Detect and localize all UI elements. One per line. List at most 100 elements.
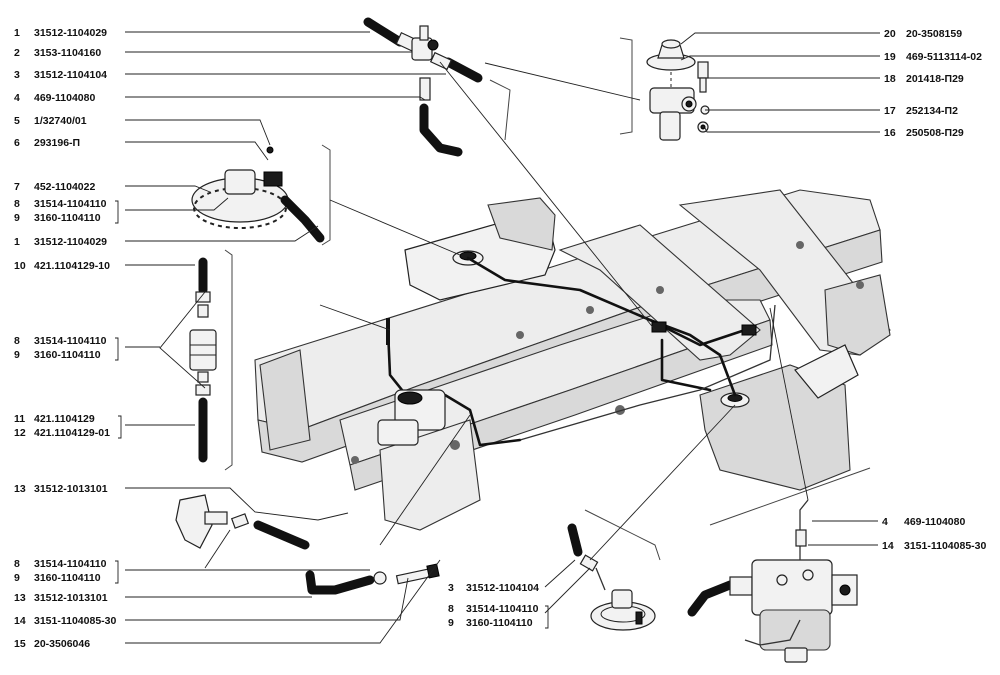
- svg-text:31512-1104104: 31512-1104104: [466, 582, 539, 594]
- svg-text:20-3508159: 20-3508159: [906, 28, 962, 40]
- svg-text:31514-1104110: 31514-1104110: [34, 198, 107, 210]
- callout-14b: 14 3151-1104085-30: [882, 540, 986, 552]
- callout-5: 5 1/32740/01: [14, 115, 87, 127]
- svg-text:3160-1104110: 3160-1104110: [34, 572, 101, 584]
- svg-text:31512-1013101: 31512-1013101: [34, 483, 108, 495]
- callout-18: 18 201418-П29: [884, 73, 964, 85]
- svg-text:201418-П29: 201418-П29: [906, 73, 964, 85]
- svg-text:16: 16: [884, 127, 896, 139]
- valve-assembly: [646, 39, 710, 141]
- svg-text:9: 9: [14, 212, 20, 224]
- bottom-sender-unit: [567, 523, 656, 631]
- svg-text:10: 10: [14, 260, 26, 272]
- svg-text:15: 15: [14, 638, 26, 650]
- svg-text:1: 1: [14, 27, 20, 39]
- callout-9c: 9 3160-1104110: [14, 572, 101, 584]
- svg-text:8: 8: [14, 558, 20, 570]
- svg-text:13: 13: [14, 592, 26, 604]
- svg-text:20: 20: [884, 28, 896, 40]
- svg-text:9: 9: [14, 349, 20, 361]
- svg-text:31512-1013101: 31512-1013101: [34, 592, 108, 604]
- svg-text:1: 1: [14, 236, 20, 248]
- bottom-right-pump: [687, 499, 858, 663]
- svg-text:421.1104129-10: 421.1104129-10: [34, 260, 110, 272]
- svg-text:469-1104080: 469-1104080: [34, 92, 95, 104]
- fuel-sender-unit: [191, 146, 325, 243]
- svg-text:8: 8: [14, 198, 20, 210]
- svg-text:7: 7: [14, 181, 20, 193]
- tee-valve-on-frame: [651, 321, 757, 336]
- svg-text:3160-1104110: 3160-1104110: [466, 617, 533, 629]
- svg-text:13: 13: [14, 483, 26, 495]
- bottom-left-pump-hose: [175, 494, 440, 595]
- fuel-filter-assembly: [159, 257, 217, 463]
- svg-text:20-3506046: 20-3506046: [34, 638, 90, 650]
- leader-lines: [125, 31, 880, 644]
- callout-9a: 9 3160-1104110: [14, 212, 101, 224]
- svg-text:3: 3: [448, 582, 454, 594]
- callout-10: 10 421.1104129-10: [14, 260, 110, 272]
- callout-13b: 13 31512-1013101: [14, 592, 108, 604]
- svg-text:14: 14: [882, 540, 894, 552]
- svg-text:9: 9: [14, 572, 20, 584]
- svg-text:3151-1104085-30: 3151-1104085-30: [34, 615, 116, 627]
- svg-text:8: 8: [14, 335, 20, 347]
- callout-8a: 8 31514-1104110: [14, 198, 107, 210]
- svg-text:252134-П2: 252134-П2: [906, 105, 958, 117]
- callout-15: 15 20-3506046: [14, 638, 90, 650]
- svg-text:31512-1104029: 31512-1104029: [34, 27, 107, 39]
- callout-4b: 4 469-1104080: [882, 516, 965, 528]
- svg-text:250508-П29: 250508-П29: [906, 127, 964, 139]
- svg-text:11: 11: [14, 413, 25, 425]
- callout-13a: 13 31512-1013101: [14, 483, 108, 495]
- svg-text:3160-1104110: 3160-1104110: [34, 212, 101, 224]
- svg-text:4: 4: [14, 92, 20, 104]
- svg-text:2: 2: [14, 47, 20, 59]
- svg-text:31512-1104104: 31512-1104104: [34, 69, 107, 81]
- frame-holes: [351, 241, 864, 464]
- right-fuel-tank: [699, 344, 859, 491]
- svg-text:31514-1104110: 31514-1104110: [466, 603, 539, 615]
- svg-text:5: 5: [14, 115, 20, 127]
- callout-1b: 1 31512-1104029: [14, 236, 107, 248]
- callout-20: 20 20-3508159: [884, 28, 962, 40]
- callout-16: 16 250508-П29: [884, 127, 964, 139]
- svg-text:3160-1104110: 3160-1104110: [34, 349, 101, 361]
- svg-text:17: 17: [884, 105, 896, 117]
- svg-text:31512-1104029: 31512-1104029: [34, 236, 107, 248]
- svg-text:421.1104129: 421.1104129: [34, 413, 95, 425]
- svg-text:31514-1104110: 31514-1104110: [34, 558, 107, 570]
- callout-7: 7 452-1104022: [14, 181, 95, 193]
- callout-8c: 8 31514-1104110: [14, 558, 107, 570]
- svg-text:14: 14: [14, 615, 26, 627]
- svg-text:293196-П: 293196-П: [34, 137, 80, 149]
- inset-dividers: [224, 37, 871, 561]
- svg-text:19: 19: [884, 51, 896, 63]
- upper-fuel-tank: [404, 197, 556, 301]
- svg-text:421.1104129-01: 421.1104129-01: [34, 427, 110, 439]
- svg-text:4: 4: [882, 516, 888, 528]
- frame-fuel-pump: [377, 318, 446, 446]
- callout-4: 4 469-1104080: [14, 92, 95, 104]
- svg-text:3151-1104085-30: 3151-1104085-30: [904, 540, 986, 552]
- svg-text:12: 12: [14, 427, 26, 439]
- svg-text:452-1104022: 452-1104022: [34, 181, 95, 193]
- callout-17: 17 252134-П2: [884, 105, 958, 117]
- callout-12: 12 421.1104129-01: [14, 427, 110, 439]
- svg-text:18: 18: [884, 73, 896, 85]
- callout-14a: 14 3151-1104085-30: [14, 615, 116, 627]
- callout-9b: 9 3160-1104110: [14, 349, 101, 361]
- svg-text:469-5113114-02: 469-5113114-02: [906, 51, 982, 63]
- svg-text:469-1104080: 469-1104080: [904, 516, 965, 528]
- svg-text:1/32740/01: 1/32740/01: [34, 115, 87, 127]
- svg-text:3153-1104160: 3153-1104160: [34, 47, 101, 59]
- callout-11: 11 421.1104129: [14, 413, 95, 425]
- callout-19: 19 469-5113114-02: [884, 51, 982, 63]
- callout-1: 1 31512-1104029: [14, 27, 107, 39]
